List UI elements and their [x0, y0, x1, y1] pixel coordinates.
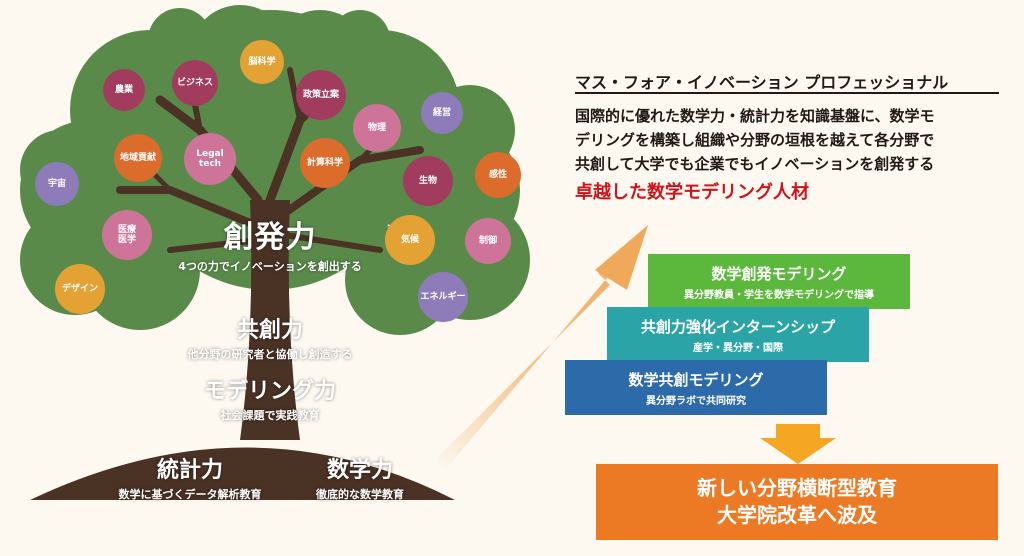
- field-circle-computational: 計算科学: [300, 138, 350, 188]
- result-line-2: 大学院改革へ波及: [717, 503, 877, 527]
- level3-title: モデリング力: [203, 379, 337, 404]
- field-circle-control: 制御: [465, 218, 511, 264]
- field-circle-design: デザイン: [55, 264, 105, 314]
- result-line-1: 新しい分野横断型教育: [697, 476, 897, 500]
- ground-mound: [30, 447, 455, 500]
- level2-group: 共創力 他分野の研究者と協働し創造する: [188, 312, 353, 362]
- base-left-group: 統計力 数学に基づくデータ解析教育: [119, 452, 262, 502]
- field-circle-physics: 物理: [353, 104, 401, 152]
- field-circle-policy: 政策立案: [296, 70, 346, 120]
- field-circle-medical: 医療 医学: [102, 210, 152, 260]
- base-right-subtitle: 徹底的な数学教育: [316, 488, 404, 501]
- field-circle-climate: 気候: [385, 215, 435, 265]
- field-circle-brain-science: 脳科学: [240, 40, 284, 84]
- base-left-title: 統計力: [156, 458, 223, 483]
- description-line-2: デリングを構築し組織や分野の垣根を越えて各分野で: [575, 131, 935, 149]
- field-circle-regional: 地域貢献: [114, 134, 162, 182]
- branches: [116, 67, 424, 253]
- step-title: 数学創発モデリング: [711, 264, 847, 283]
- step-title: 共創力強化インターンシップ: [640, 317, 836, 336]
- level3-subtitle: 社会課題で実践教育: [220, 409, 320, 422]
- step-cocreation-modeling: 数学共創モデリング 異分野ラボで共同研究: [565, 360, 827, 415]
- heading-title: マス・フォア・イノベーション プロフェッショナル: [575, 73, 949, 92]
- description-line-3: 共創して大学でも企業でもイノベーションを創発する: [575, 155, 935, 173]
- trunk: [240, 200, 300, 440]
- step-emergent-modeling: 数学創発モデリング 異分野教員・学生を数学モデリングで指導: [648, 254, 910, 309]
- step-internship: 共創力強化インターンシップ 産学・異分野・国際: [607, 307, 869, 362]
- field-circle-space: 宇宙: [35, 162, 79, 206]
- field-circle-legaltech: Legal tech: [184, 133, 236, 185]
- level2-title: 共創力: [236, 318, 303, 343]
- down-arrow-icon: [760, 424, 836, 464]
- level2-subtitle: 他分野の研究者と協働し創造する: [187, 348, 353, 361]
- result-box: 新しい分野横断型教育 大学院改革へ波及: [596, 464, 998, 540]
- step-subtitle: 産学・異分野・国際: [693, 342, 783, 354]
- field-circle-business: ビジネス: [172, 60, 218, 106]
- field-circle-sensibility: 感性: [475, 152, 521, 198]
- description-line-1: 国際的に優れた数学力・統計力を知識基盤に、数学モ: [575, 107, 935, 125]
- level3-group: モデリング力 社会課題で実践教育: [204, 373, 336, 423]
- level1-title: 創発力: [223, 220, 317, 255]
- step-title: 数学共創モデリング: [628, 370, 764, 389]
- step-subtitle: 異分野教員・学生を数学モデリングで指導: [684, 289, 874, 301]
- base-right-title: 数学力: [326, 458, 393, 483]
- base-right-group: 数学力 徹底的な数学教育: [316, 452, 404, 502]
- field-circle-agriculture: 農業: [103, 69, 145, 111]
- field-circle-energy: エネルギー: [418, 272, 468, 322]
- growth-arrow-icon: [435, 225, 648, 470]
- heading-divider: [575, 92, 999, 94]
- description: 国際的に優れた数学力・統計力を知識基盤に、数学モ デリングを構築し組織や分野の垣…: [575, 104, 1015, 176]
- base-left-subtitle: 数学に基づくデータ解析教育: [118, 488, 262, 501]
- level1-group: 創発力 4つの力でイノベーションを創出する: [178, 212, 361, 274]
- field-circle-management: 経営: [421, 92, 463, 134]
- level1-subtitle: 4つの力でイノベーションを創出する: [178, 260, 362, 273]
- field-circle-biology: 生物: [403, 156, 453, 206]
- description-emphasis: 卓越した数学モデリング人材: [575, 182, 809, 203]
- step-subtitle: 異分野ラボで共同研究: [646, 395, 746, 407]
